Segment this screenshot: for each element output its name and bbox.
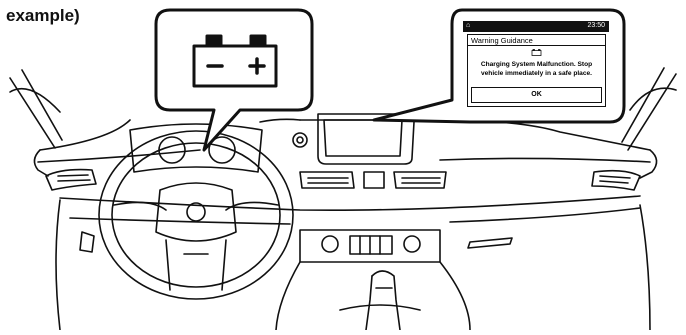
- dialog-message-line: Charging System Malfunction. Stop: [472, 60, 601, 69]
- climate-control-panel: [300, 230, 440, 262]
- battery-icon: [531, 49, 542, 56]
- center-vents: [300, 172, 446, 188]
- warning-dialog: Warning Guidance Charging System Malfunc…: [467, 34, 606, 107]
- screen-popup: ⌂ 23:50 Warning Guidance Charging System…: [463, 21, 609, 109]
- status-bar: ⌂ 23:50: [463, 21, 609, 32]
- caption: example): [6, 6, 80, 26]
- right-air-vent: [592, 171, 640, 190]
- lower-dashboard: [56, 196, 650, 330]
- gear-shifter: [340, 271, 420, 330]
- dashboard-top: [34, 119, 656, 178]
- home-icon[interactable]: ⌂: [466, 22, 470, 29]
- left-air-vent: [46, 170, 96, 190]
- dialog-message-line: vehicle immediately in a safe place.: [472, 69, 601, 78]
- dialog-message: Charging System Malfunction. Stop vehicl…: [472, 60, 601, 78]
- clock: 23:50: [587, 22, 605, 29]
- dialog-title: Warning Guidance: [468, 35, 605, 46]
- ok-button[interactable]: OK: [471, 87, 602, 103]
